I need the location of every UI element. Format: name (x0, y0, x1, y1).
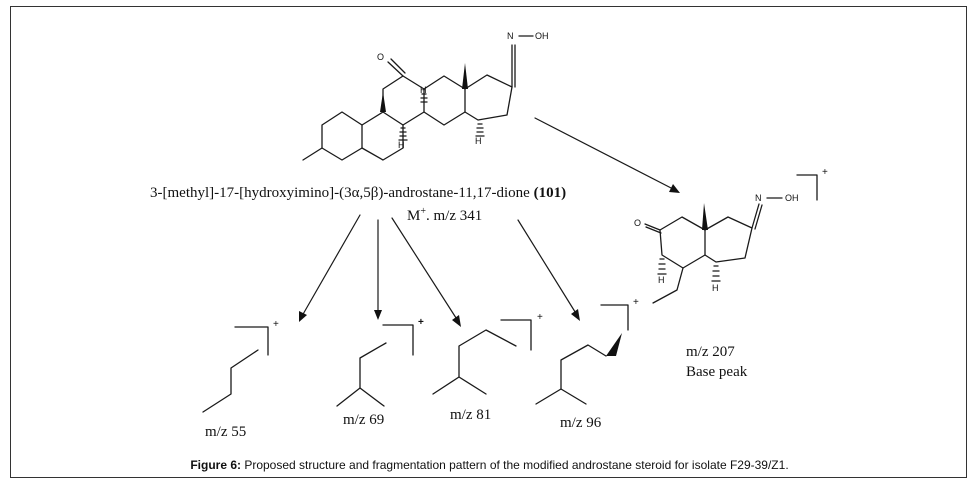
base-keto-oxygen-label: O (634, 218, 642, 228)
figure-caption-label: Figure 6: (190, 458, 241, 472)
figure-caption-text: Proposed structure and fragmentation pat… (241, 458, 789, 472)
base-hydroxyl-label: OH (785, 193, 799, 203)
parent-compound-name: 3-[methyl]-17-[hydroxyimino]-(3α,5β)-and… (150, 186, 566, 201)
parent-hydroxyl-label: OH (535, 31, 549, 41)
fragmentation-arrows (299, 117, 680, 327)
fragment-96-charge: + (633, 297, 639, 308)
fragment-69-charge: + (418, 317, 424, 328)
figure-caption: Figure 6: Proposed structure and fragmen… (0, 458, 979, 472)
parent-compound-number: (101) (533, 185, 567, 201)
molecular-ion-charge: + (420, 206, 426, 217)
fragment-96-structure (535, 304, 629, 405)
molecular-ion-label: M+. m/z 341 (407, 207, 482, 224)
base-oxime-nitrogen-label: N (755, 193, 762, 203)
fragment-81-charge: + (537, 312, 543, 323)
base-hydrogen-label-b: H (712, 283, 719, 293)
parent-name-text: 3-[methyl]-17-[hydroxyimino]-(3α,5β)-and… (150, 185, 534, 201)
parent-oxime-nitrogen-label: N (507, 31, 514, 41)
fragment-69-structure (336, 324, 414, 407)
parent-structure (302, 35, 534, 161)
parent-keto-oxygen-label: O (377, 52, 385, 62)
base-fragment-structure (644, 174, 818, 304)
fragment-55-structure (202, 326, 269, 413)
base-fragment-charge: + (822, 167, 828, 178)
fragment-55-mz: m/z 55 (205, 424, 247, 440)
fragment-69-mz: m/z 69 (343, 412, 385, 428)
fragment-81-mz: m/z 81 (450, 407, 492, 423)
base-fragment-mz: m/z 207 (686, 344, 735, 360)
base-hydrogen-label-a: H (658, 275, 665, 285)
parent-hydrogen-label-8: H (420, 85, 427, 95)
fragment-96-mz: m/z 96 (560, 415, 602, 431)
fragment-81-structure (432, 319, 532, 395)
fragment-55-charge: + (273, 319, 279, 330)
parent-hydrogen-label-9: H (398, 140, 405, 150)
figure-frame (10, 6, 967, 478)
parent-hydrogen-label-14: H (475, 136, 482, 146)
molecular-ion-symbol: M (407, 208, 421, 224)
base-peak-label: Base peak (686, 364, 748, 380)
molecular-ion-mz: . m/z 341 (425, 208, 483, 224)
